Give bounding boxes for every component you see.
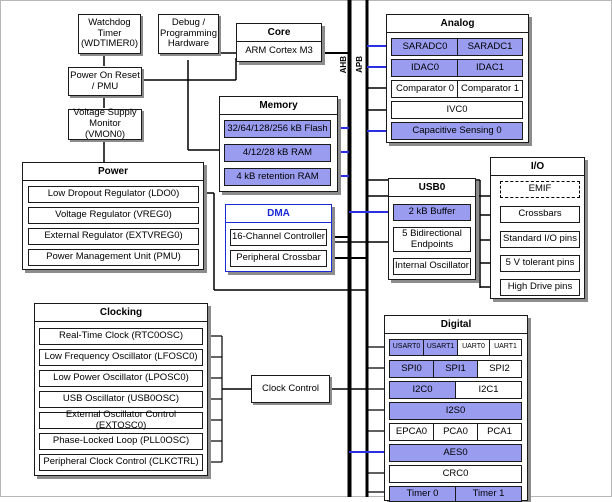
ldo-regulator: Low Dropout Regulator (LDO0)	[28, 186, 199, 203]
5v-tolerant-pins: 5 V tolerant pins	[500, 255, 580, 272]
usart0: USART0	[389, 339, 424, 356]
power-management-unit: Power Management Unit (PMU)	[28, 249, 199, 266]
ahb-label: AHB	[339, 56, 348, 74]
clock-control: Clock Control	[251, 375, 330, 403]
i2c1: I2C1	[455, 381, 522, 399]
dma-channel-controller: 16-Channel Controller	[230, 229, 327, 246]
idac1: IDAC1	[457, 59, 523, 77]
timer0: Timer 0	[389, 486, 456, 502]
power-on-reset: Power On Reset / PMU	[68, 67, 142, 96]
external-oscillator-control: External Oscillator Control (EXTOSC0)	[39, 409, 203, 430]
pca1: PCA1	[477, 423, 522, 441]
watchdog-timer: Watchdog Timer (WDTIMER0)	[78, 14, 141, 54]
spi2: SPI2	[477, 360, 522, 378]
io-title: I/O	[491, 158, 584, 176]
voltage-regulator: Voltage Regulator (VREG0)	[28, 207, 199, 224]
digital-title: Digital	[385, 316, 527, 334]
usb-buffer: 2 kB Buffer	[393, 204, 471, 221]
clocking-title: Clocking	[35, 304, 207, 322]
standard-io-pins: Standard I/O pins	[500, 231, 580, 248]
pca0: PCA0	[433, 423, 478, 441]
digital-panel: Digital USART0 USART1 UART0 UART1 SPI0 S…	[384, 315, 528, 502]
usb0-title: USB0	[389, 179, 475, 197]
uart1: UART1	[489, 339, 522, 356]
aes0: AES0	[389, 444, 522, 462]
peripheral-clock-control: Peripheral Clock Control (CLKCTRL)	[39, 454, 203, 471]
analog-panel: Analog SARADC0 SARADC1 IDAC0 IDAC1 Compa…	[386, 14, 529, 143]
comparator1: Comparator 1	[457, 80, 523, 98]
power-title: Power	[23, 163, 203, 181]
flash-memory: 32/64/128/256 kB Flash	[224, 120, 331, 138]
power-panel: Power Low Dropout Regulator (LDO0) Volta…	[22, 162, 204, 270]
memory-title: Memory	[220, 97, 337, 115]
comparator0: Comparator 0	[391, 80, 459, 98]
dma-title: DMA	[226, 205, 331, 223]
low-frequency-oscillator: Low Frequency Oscillator (LFOSC0)	[39, 349, 203, 366]
high-drive-pins: High Drive pins	[500, 279, 580, 296]
debug-hardware: Debug / Programming Hardware	[158, 14, 219, 54]
idac0: IDAC0	[391, 59, 459, 77]
usb-internal-oscillator: Internal Oscillator	[393, 258, 471, 275]
saradc1: SARADC1	[457, 38, 523, 56]
saradc0: SARADC0	[391, 38, 459, 56]
spi1: SPI1	[433, 360, 478, 378]
ram-memory: 4/12/28 kB RAM	[224, 144, 331, 162]
crossbars: Crossbars	[500, 206, 580, 223]
crc0: CRC0	[389, 465, 522, 483]
usart1: USART1	[423, 339, 458, 356]
dma-panel: DMA 16-Channel Controller Peripheral Cro…	[225, 204, 332, 272]
usb-oscillator: USB Oscillator (USB0OSC)	[39, 391, 203, 408]
usb0-panel: USB0 2 kB Buffer 5 Bidirectional Endpoin…	[388, 178, 476, 280]
analog-title: Analog	[387, 15, 528, 33]
memory-panel: Memory 32/64/128/256 kB Flash 4/12/28 kB…	[219, 96, 338, 192]
retention-ram: 4 kB retention RAM	[224, 168, 331, 186]
io-panel: I/O EMIF Crossbars Standard I/O pins 5 V…	[490, 157, 585, 299]
voltage-supply-monitor: Voltage Supply Monitor (VMON0)	[68, 107, 142, 140]
i2s0: I2S0	[389, 402, 522, 420]
timer1: Timer 1	[455, 486, 522, 502]
usb-endpoints: 5 Bidirectional Endpoints	[393, 227, 471, 252]
clocking-panel: Clocking Real-Time Clock (RTC0OSC) Low F…	[34, 303, 208, 476]
epca0: EPCA0	[389, 423, 434, 441]
dma-peripheral-crossbar: Peripheral Crossbar	[230, 250, 327, 267]
low-power-oscillator: Low Power Oscillator (LPOSC0)	[39, 370, 203, 387]
ivc0: IVC0	[391, 101, 523, 119]
uart0: UART0	[457, 339, 490, 356]
capacitive-sensing: Capacitive Sensing 0	[391, 122, 523, 140]
phase-locked-loop: Phase-Locked Loop (PLL0OSC)	[39, 433, 203, 450]
arm-cortex-m3: ARM Cortex M3	[245, 45, 313, 57]
emif: EMIF	[500, 181, 580, 198]
spi0: SPI0	[389, 360, 434, 378]
external-regulator: External Regulator (EXTVREG0)	[28, 228, 199, 245]
i2c0: I2C0	[389, 381, 456, 399]
core-title: Core	[237, 24, 321, 42]
core-panel: Core ARM Cortex M3	[236, 23, 322, 62]
rtc-oscillator: Real-Time Clock (RTC0OSC)	[39, 328, 203, 345]
apb-label: APB	[355, 56, 364, 73]
